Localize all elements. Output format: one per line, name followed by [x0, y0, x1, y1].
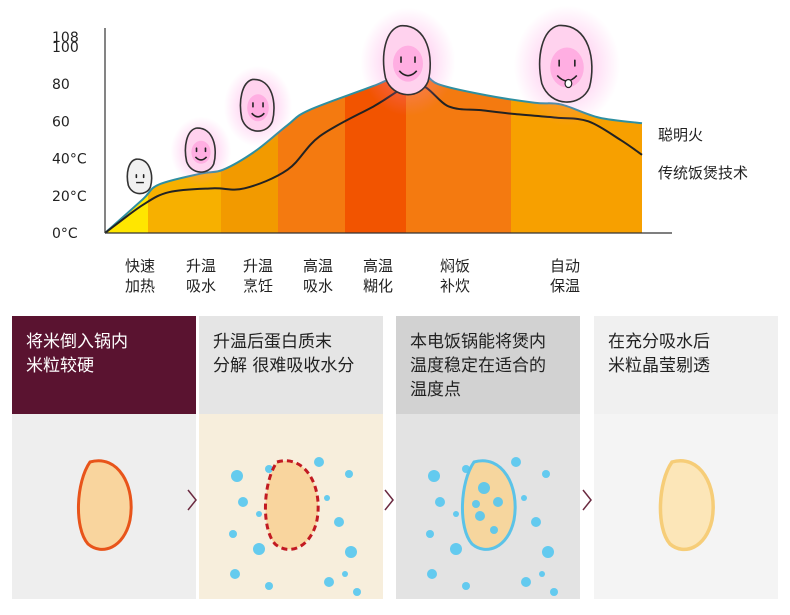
y-tick-label: 100: [52, 40, 79, 56]
stage-label-line2: 保温: [549, 277, 580, 295]
stage-label-line1: 自动: [549, 257, 580, 275]
step-illustration: [594, 414, 778, 599]
step-panel-1: 将米倒入锅内米粒较硬: [12, 316, 196, 599]
rice-grain-cooked-icon: [658, 459, 715, 552]
stage-label-line1: 升温: [242, 257, 273, 275]
stage-label-4: 高温糊化: [352, 256, 404, 296]
legend-traditional: 传统饭煲技术: [658, 164, 749, 182]
step-panel-2: 升温后蛋白质末分解 很难吸收水分: [199, 316, 383, 599]
stage-band-1: [148, 69, 221, 233]
stage-label-line2: 加热: [124, 277, 155, 295]
rice-grain-neutral-icon: [126, 158, 153, 195]
stage-label-line1: 高温: [302, 257, 333, 275]
stage-label-line1: 升温: [185, 257, 216, 275]
step-caption-line-2: 温度稳定在适合的: [410, 356, 546, 376]
y-tick-label: 0°C: [52, 226, 78, 242]
rice-grain-dashed-icon: [229, 457, 361, 596]
step-caption-line-2: 分解 很难吸收水分: [213, 356, 355, 376]
step-caption: 将米倒入锅内米粒较硬: [12, 316, 196, 414]
step-caption-line-1: 在充分吸水后: [608, 332, 710, 352]
stage-label-line1: 高温: [362, 257, 393, 275]
stage-label-5: 焖饭补炊: [429, 256, 481, 296]
step-caption-line-2: 米粒晶莹剔透: [608, 356, 710, 376]
rice-grain-big-smile-icon: [360, 7, 456, 116]
stage-label-0: 快速加热: [114, 256, 166, 296]
y-tick-label: 80: [52, 77, 70, 93]
step-caption: 本电饭锅能将煲内温度稳定在适合的温度点: [396, 316, 580, 414]
rice-grain-smile-icon: [170, 116, 232, 186]
chevron-right-icon: [582, 489, 592, 511]
step-caption-line-3: 温度点: [410, 380, 461, 400]
stage-label-6: 自动保温: [539, 256, 591, 296]
stage-label-3: 高温吸水: [292, 256, 344, 296]
legend-smart-fire: 聪明火: [658, 126, 704, 144]
stage-label-1: 升温吸水: [175, 256, 227, 296]
stage-label-2: 升温烹饪: [232, 256, 284, 296]
step-panel-4: 在充分吸水后米粒晶莹剔透: [594, 316, 778, 599]
step-illustration: [199, 414, 383, 599]
chevron-right-icon: [187, 489, 197, 511]
y-tick-label: 20°C: [52, 189, 87, 205]
rice-grain-characters: [126, 5, 621, 195]
step-caption-line-1: 将米倒入锅内: [26, 332, 128, 352]
stage-band-0: [105, 69, 148, 233]
chevron-right-icon: [384, 489, 394, 511]
rice-grain-tongue-icon: [513, 5, 621, 126]
stage-label-line1: 快速: [124, 257, 155, 275]
y-tick-label: 108: [52, 30, 79, 46]
step-illustration: [12, 414, 196, 599]
stage-label-line2: 吸水: [185, 277, 216, 295]
step-caption-line-2: 米粒较硬: [26, 356, 94, 376]
step-illustration: [396, 414, 580, 599]
step-caption-line-1: 升温后蛋白质末: [213, 332, 332, 352]
stage-label-line2: 吸水: [302, 277, 333, 295]
rice-grain-absorbing-icon: [426, 457, 558, 596]
y-tick-label: 60: [52, 114, 70, 130]
step-caption: 在充分吸水后米粒晶莹剔透: [594, 316, 778, 414]
step-panel-3: 本电饭锅能将煲内温度稳定在适合的温度点: [396, 316, 580, 599]
rice-grain-smile-icon: [223, 65, 293, 147]
stage-label-line2: 烹饪: [242, 277, 273, 295]
step-caption: 升温后蛋白质末分解 很难吸收水分: [199, 316, 383, 414]
stage-label-line1: 焖饭: [439, 257, 470, 275]
rice-grain-dry-icon: [77, 459, 133, 551]
step-caption-line-1: 本电饭锅能将煲内: [410, 332, 546, 352]
stage-label-line2: 糊化: [362, 277, 393, 295]
stage-label-line2: 补炊: [439, 277, 470, 295]
y-tick-label: 40°C: [52, 152, 87, 168]
